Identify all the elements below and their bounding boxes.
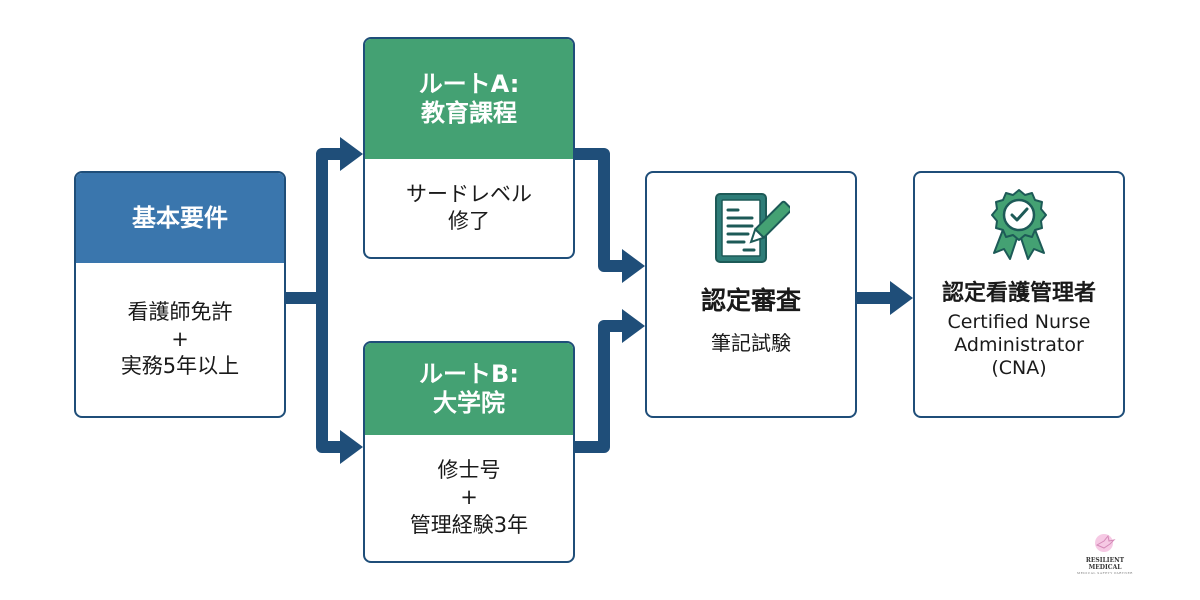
- connector-split-to-routeA: [316, 148, 345, 298]
- route-b-body: 修士号 + 管理経験3年: [365, 435, 573, 561]
- brand-logo: RESILIENT MEDICAL MEDICAL SAFETY PARTNER: [1070, 533, 1140, 575]
- route-a-box: ルートA: 教育課程 サードレベル 修了: [363, 37, 575, 259]
- arrowhead-routeA: [340, 137, 363, 171]
- brand-tagline: MEDICAL SAFETY PARTNER: [1077, 571, 1133, 575]
- certification-exam-box: 認定審査 筆記試験: [645, 171, 857, 418]
- arrowhead-routeB: [340, 430, 363, 464]
- arrowhead-exam-top: [622, 249, 645, 283]
- brand-name: RESILIENT MEDICAL: [1085, 557, 1125, 571]
- route-a-requirement-line1: サードレベル: [406, 181, 532, 206]
- route-a-requirement-line2: 修了: [448, 209, 490, 233]
- route-b-label: ルートB:: [419, 360, 519, 389]
- plus-sign: +: [171, 326, 189, 351]
- basic-requirements-header: 基本要件: [76, 173, 284, 263]
- connector-routeA-to-exam: [575, 148, 625, 272]
- award-ribbon-icon: [991, 189, 1047, 260]
- route-b-header: ルートB: 大学院: [365, 343, 573, 435]
- cert-english-line1: Certified Nurse: [947, 311, 1091, 333]
- exam-subtitle: 筆記試験: [711, 331, 791, 355]
- cert-english-line2: Administrator: [954, 333, 1084, 356]
- route-a-body: サードレベル 修了: [365, 159, 573, 257]
- route-b-box: ルートB: 大学院 修士号 + 管理経験3年: [363, 341, 575, 563]
- connector-split-to-routeB: [316, 298, 345, 453]
- route-b-experience: 管理経験3年: [409, 512, 529, 537]
- cert-title: 認定看護管理者: [941, 281, 1096, 306]
- cert-english-name: Certified Nurse Administrator (CNA): [915, 311, 1123, 379]
- certified-nurse-administrator-box: 認定看護管理者 Certified Nurse Administrator (C…: [913, 171, 1125, 418]
- plus-sign: +: [460, 485, 478, 510]
- document-pen-icon: [715, 193, 790, 263]
- connector-routeB-to-exam: [575, 320, 625, 453]
- basic-requirements-title: 基本要件: [132, 203, 228, 232]
- dove-icon: [1095, 534, 1116, 552]
- arrowhead-cert: [890, 281, 913, 315]
- requirement-license: 看護師免許: [127, 299, 233, 324]
- arrowhead-exam-bottom: [622, 309, 645, 343]
- route-a-title: 教育課程: [421, 99, 517, 127]
- requirement-experience: 実務5年以上: [120, 354, 240, 379]
- route-b-degree: 修士号: [437, 458, 501, 483]
- cert-abbreviation: (CNA): [991, 356, 1047, 379]
- exam-title: 認定審査: [700, 286, 801, 315]
- route-a-label: ルートA:: [418, 70, 520, 99]
- basic-requirements-body: 看護師免許 + 実務5年以上: [76, 263, 284, 416]
- route-b-title: 大学院: [433, 389, 505, 417]
- route-a-header: ルートA: 教育課程: [365, 39, 573, 159]
- basic-requirements-box: 基本要件 看護師免許 + 実務5年以上: [74, 171, 286, 418]
